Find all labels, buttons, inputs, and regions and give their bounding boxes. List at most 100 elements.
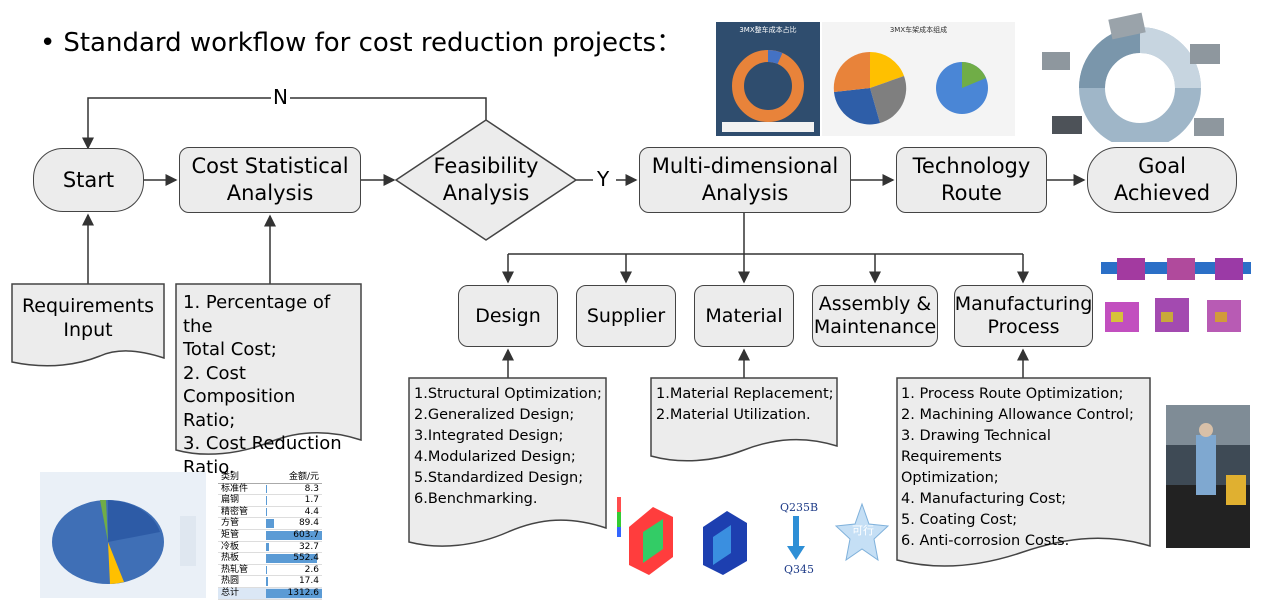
table-value-text: 17.4 <box>298 576 319 587</box>
frame-cost-title: 3MX车架成本组成 <box>889 26 948 34</box>
cost-list-doc-shape <box>175 283 362 455</box>
table-value-text: 89.4 <box>298 518 319 529</box>
table-value-text: 603.7 <box>293 529 319 540</box>
table-total-label: 总计 <box>218 587 266 600</box>
title-text: Standard workflow for cost reduction pro… <box>63 28 683 58</box>
material-to-label: Q345 <box>784 563 815 576</box>
table-value-text: 2.6 <box>304 564 319 575</box>
frame-assemblies-thumbnail <box>1097 254 1258 346</box>
table-cell-amount: 8.3 <box>266 483 322 496</box>
table-value-bar <box>266 577 268 586</box>
table-cell-category: 精密管 <box>218 506 266 519</box>
table-total-bar <box>266 588 322 598</box>
table-total-row: 总计 1312.6 <box>218 587 322 600</box>
table-cell-amount: 4.4 <box>266 506 322 519</box>
workshop-photo <box>1166 405 1250 548</box>
table-cell-category: 冷板 <box>218 541 266 554</box>
page-title: •Standard workflow for cost reduction pr… <box>40 22 682 59</box>
fea-analysis-thumbnail <box>613 487 765 582</box>
table-header-amount: 金额/元 <box>266 472 322 484</box>
table-row: 标准件 8.3 <box>218 483 322 496</box>
fea-analysis-graphic <box>617 497 747 575</box>
vehicle-cost-title: 3MX整车成本占比 <box>739 26 797 34</box>
edge-label-yes: Y <box>597 167 610 191</box>
table-value-bar <box>266 484 267 494</box>
node-supplier: Supplier <box>576 285 676 347</box>
node-material: Material <box>694 285 794 347</box>
title-bullet: • <box>40 28 56 58</box>
table-value-text: 32.7 <box>298 541 319 552</box>
table-value-bar <box>266 542 270 552</box>
material-from-label: Q235B <box>780 501 819 514</box>
table-cell-category: 方管 <box>218 517 266 530</box>
node-design: Design <box>458 285 558 347</box>
table-row: 方管 89.4 <box>218 517 322 530</box>
node-technology-route: Technology Route <box>896 147 1047 213</box>
node-goal-achieved: Goal Achieved <box>1087 147 1237 213</box>
edge-label-no: N <box>271 85 290 109</box>
workshop-photo-graphic <box>1166 405 1250 548</box>
table-value-text: 1.7 <box>304 495 319 506</box>
table-cell-category: 热圆 <box>218 575 266 588</box>
material-cost-pie-thumbnail <box>40 472 206 598</box>
cost-analysis-items: 1. Percentage of the Total Cost; 2. Cost… <box>183 292 342 478</box>
feasibility-diamond <box>394 119 578 241</box>
material-change-arrow <box>787 516 805 560</box>
table-cell-amount: 603.7 <box>266 529 322 542</box>
node-requirements-input: Requirements Input <box>21 295 155 341</box>
frame-assemblies-graphic <box>1101 258 1251 332</box>
table-cell-amount: 552.4 <box>266 552 322 565</box>
vehicle-cost-thumbnail: 3MX整车成本占比 <box>716 22 820 136</box>
manufacturing-items: 1. Process Route Optimization; 2. Machin… <box>901 386 1134 549</box>
table-cell-category: 热轧管 <box>218 564 266 577</box>
material-cost-pie-graphic <box>52 499 196 584</box>
parts-ring-graphic <box>1042 12 1224 142</box>
material-list-doc-shape <box>650 377 838 462</box>
table-row: 矩管 603.7 <box>218 529 322 542</box>
table-value-text: 552.4 <box>293 553 319 564</box>
table-value-bar <box>266 554 318 563</box>
table-cell-amount: 32.7 <box>266 541 322 554</box>
table-value-bar <box>266 530 322 540</box>
table-row: 热板 552.4 <box>218 552 322 565</box>
node-manufacturing-process: Manufacturing Process <box>954 285 1093 347</box>
node-assembly-maintenance: Assembly & Maintenance <box>812 285 938 347</box>
table-total-text: 1312.6 <box>287 587 320 598</box>
table-cell-amount: 2.6 <box>266 564 322 577</box>
node-start: Start <box>33 148 144 212</box>
vehicle-cost-donut <box>722 49 814 132</box>
table-value-text: 8.3 <box>304 483 319 494</box>
table-total-value: 1312.6 <box>266 587 322 600</box>
table-row: 扁钢 1.7 <box>218 494 322 507</box>
table-cell-category: 矩管 <box>218 529 266 542</box>
table-cell-amount: 89.4 <box>266 517 322 530</box>
frame-cost-pies <box>833 51 988 125</box>
manufacturing-list-doc-shape <box>896 377 1151 567</box>
design-items: 1.Structural Optimization; 2.Generalized… <box>414 386 602 507</box>
table-cell-category: 热板 <box>218 552 266 565</box>
table-cell-amount: 17.4 <box>266 575 322 588</box>
table-header-category: 类别 <box>218 472 266 484</box>
table-row: 精密管 4.4 <box>218 506 322 519</box>
star-icon <box>834 502 890 562</box>
table-cell-category: 扁钢 <box>218 494 266 507</box>
star-label: 可行 <box>852 524 874 537</box>
table-cell-category: 标准件 <box>218 483 266 496</box>
table-value-text: 4.4 <box>304 506 319 517</box>
table-row: 热轧管 2.6 <box>218 564 322 577</box>
design-list-doc-shape <box>408 377 607 547</box>
node-cost-analysis: Cost Statistical Analysis <box>179 147 361 213</box>
parts-ring-thumbnail <box>1040 12 1240 142</box>
table-cell-amount: 1.7 <box>266 494 322 507</box>
table-header-row: 类别 金额/元 <box>218 472 322 484</box>
node-multi-dimensional: Multi-dimensional Analysis <box>639 147 851 213</box>
material-items: 1.Material Replacement; 2.Material Utili… <box>656 386 834 423</box>
table-row: 热圆 17.4 <box>218 575 322 588</box>
frame-cost-thumbnail: 3MX车架成本组成 <box>822 22 1015 136</box>
requirements-doc-shape <box>11 283 165 367</box>
table-row: 冷板 32.7 <box>218 541 322 554</box>
table-value-bar <box>266 519 275 528</box>
node-feasibility: Feasibility Analysis <box>433 154 539 205</box>
